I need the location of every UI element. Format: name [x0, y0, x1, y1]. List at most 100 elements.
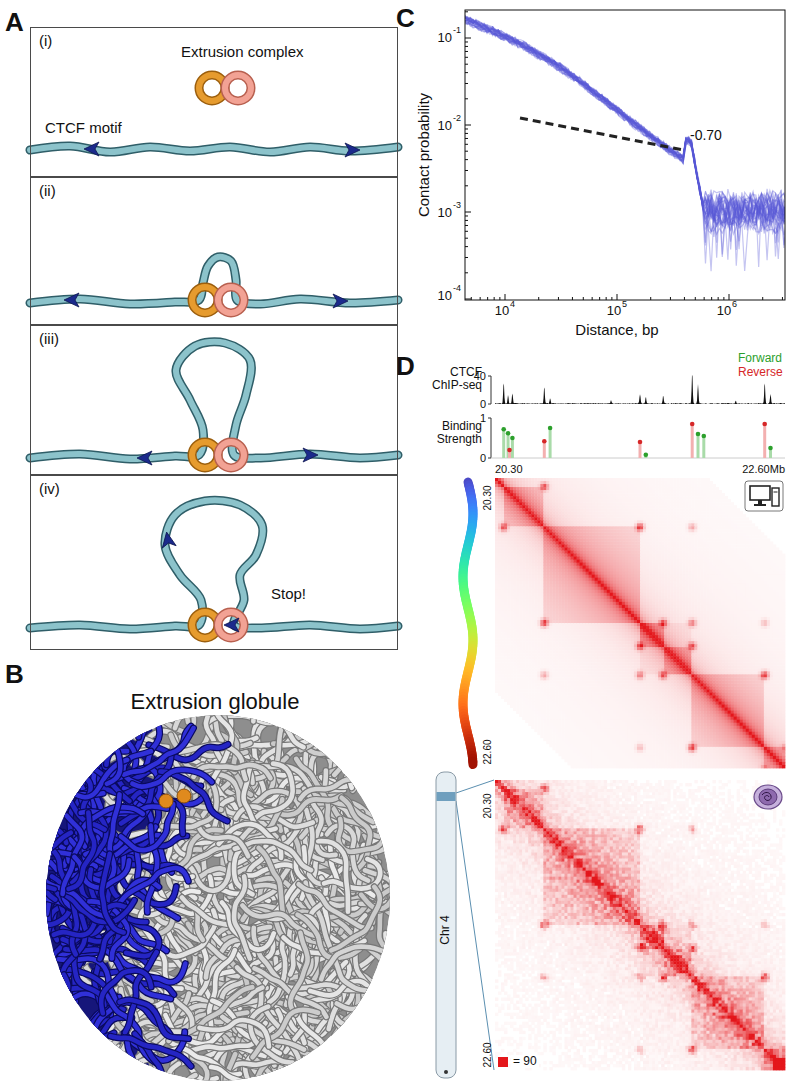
contact-cell	[649, 490, 652, 493]
contact-cell	[592, 481, 595, 484]
contact-cell	[507, 505, 510, 508]
contact-cell	[507, 544, 510, 547]
contact-cell	[713, 484, 716, 487]
contact-cell	[646, 484, 649, 487]
contact-cell	[667, 487, 670, 490]
simulation-curve	[465, 20, 787, 226]
contact-probability-plot	[465, 10, 787, 300]
contact-cell	[504, 478, 507, 481]
contact-cell	[495, 689, 498, 692]
contact-cell	[498, 538, 501, 541]
contact-cell	[498, 683, 501, 686]
contact-cell	[604, 484, 607, 487]
contact-cell	[498, 596, 501, 599]
contact-cell	[571, 478, 574, 481]
contact-cell	[568, 484, 571, 487]
contact-cell	[670, 481, 673, 484]
contact-cell	[706, 487, 709, 490]
contact-cell	[507, 575, 510, 578]
contact-cell	[501, 632, 504, 635]
contact-cell	[501, 596, 504, 599]
contact-cell	[658, 487, 661, 490]
contact-cell	[525, 487, 528, 490]
contact-cell	[501, 511, 504, 514]
contact-cell	[501, 544, 504, 547]
contact-cell	[586, 484, 589, 487]
contact-cell	[507, 584, 510, 587]
polymer-strand	[362, 788, 439, 819]
contact-cell	[697, 484, 700, 487]
binding-dot	[506, 431, 511, 436]
contact-cell	[661, 487, 664, 490]
contact-cell	[625, 478, 628, 481]
contact-cell	[507, 590, 510, 593]
polymer-strand	[32, 733, 86, 800]
contact-cell	[498, 581, 501, 584]
contact-cell	[495, 662, 498, 665]
polymer-strand	[362, 788, 439, 819]
contact-cell	[664, 484, 667, 487]
contact-cell	[495, 635, 498, 638]
contact-cell	[507, 541, 510, 544]
contact-cell	[507, 502, 510, 505]
contact-cell	[504, 551, 507, 554]
contact-cell	[543, 478, 546, 481]
contact-cell	[495, 575, 498, 578]
polymer-strand	[335, 733, 406, 771]
contact-cell	[700, 481, 703, 484]
contact-cell	[501, 502, 504, 505]
contact-cell	[501, 629, 504, 632]
contact-cell	[619, 481, 622, 484]
binding-dot	[690, 422, 695, 427]
simulated-contact-map	[495, 478, 785, 768]
contact-cell	[504, 632, 507, 635]
contact-cell	[501, 538, 504, 541]
contact-cell	[709, 484, 712, 487]
contact-cell	[558, 484, 561, 487]
contact-cell	[610, 490, 613, 493]
contact-cell	[498, 487, 501, 490]
contact-cell	[598, 484, 601, 487]
contact-cell	[679, 481, 682, 484]
contact-cell	[498, 563, 501, 566]
contact-cell	[691, 478, 694, 481]
contact-cell	[616, 487, 619, 490]
contact-cell	[498, 626, 501, 629]
contact-cell	[501, 484, 504, 487]
contact-cell	[577, 484, 580, 487]
contact-cell	[501, 635, 504, 638]
contact-cell	[634, 487, 637, 490]
contact-cell	[516, 478, 519, 481]
contact-cell	[691, 481, 694, 484]
contact-cell	[646, 490, 649, 493]
contact-cell	[592, 487, 595, 490]
contact-cell	[537, 487, 540, 490]
contact-cell	[495, 578, 498, 581]
contact-cell	[498, 638, 501, 641]
contact-cell	[504, 614, 507, 617]
contact-cell	[495, 569, 498, 572]
contact-cell	[700, 487, 703, 490]
contact-cell	[534, 484, 537, 487]
contact-cell	[694, 487, 697, 490]
contact-cell	[528, 484, 531, 487]
contact-cell	[713, 487, 716, 490]
contact-cell	[504, 547, 507, 550]
contact-cell	[507, 526, 510, 529]
contact-cell	[685, 484, 688, 487]
contact-cell	[501, 572, 504, 575]
contact-cell	[586, 481, 589, 484]
contact-cell	[583, 490, 586, 493]
contact-cell	[501, 674, 504, 677]
contact-cell	[498, 551, 501, 554]
contact-cell	[592, 478, 595, 481]
contact-cell	[501, 696, 504, 699]
contact-cell	[625, 490, 628, 493]
contact-cell	[498, 547, 501, 550]
contact-cell	[501, 623, 504, 626]
contact-cell	[607, 481, 610, 484]
contact-cell	[504, 557, 507, 560]
contact-cell	[610, 487, 613, 490]
contact-cell	[495, 484, 498, 487]
contact-cell	[501, 638, 504, 641]
